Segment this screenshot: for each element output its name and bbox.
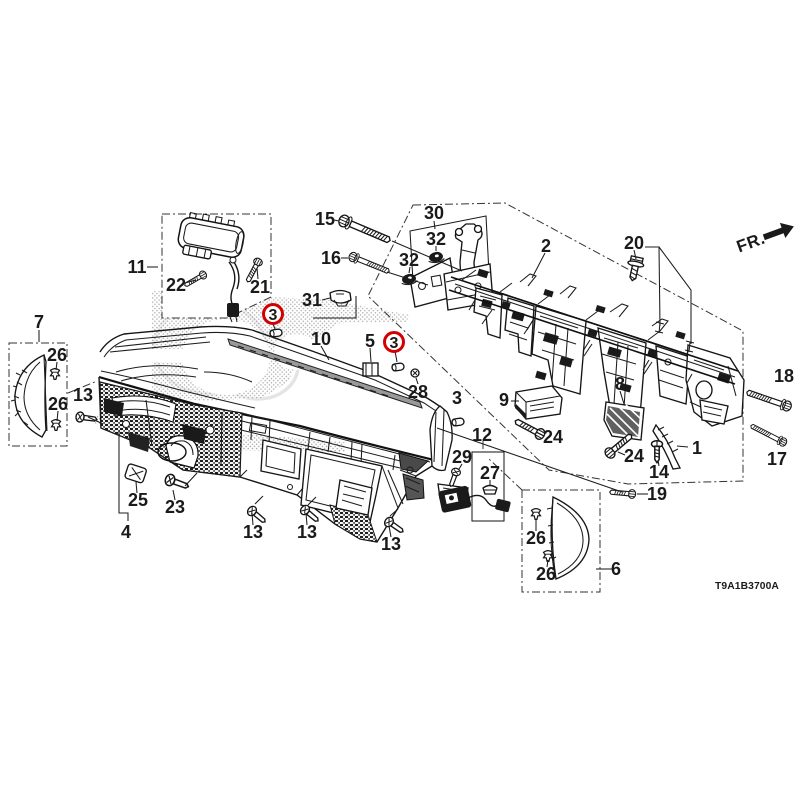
svg-text:17: 17 bbox=[767, 449, 787, 469]
svg-text:24: 24 bbox=[624, 446, 644, 466]
svg-text:26: 26 bbox=[48, 394, 68, 414]
svg-text:3: 3 bbox=[269, 307, 278, 324]
svg-text:1: 1 bbox=[692, 438, 702, 458]
svg-text:15: 15 bbox=[315, 209, 335, 229]
svg-text:32: 32 bbox=[426, 229, 446, 249]
svg-text:32: 32 bbox=[399, 250, 419, 270]
svg-text:19: 19 bbox=[647, 484, 667, 504]
svg-text:25: 25 bbox=[128, 490, 148, 510]
svg-text:11: 11 bbox=[127, 257, 146, 277]
svg-text:3: 3 bbox=[390, 335, 399, 352]
svg-text:22: 22 bbox=[166, 275, 186, 295]
svg-text:10: 10 bbox=[311, 329, 331, 349]
svg-text:29: 29 bbox=[452, 447, 472, 467]
svg-text:T9A1B3700A: T9A1B3700A bbox=[715, 581, 779, 592]
svg-text:4: 4 bbox=[121, 522, 131, 542]
svg-text:26: 26 bbox=[526, 528, 546, 548]
svg-text:3: 3 bbox=[452, 388, 462, 408]
svg-text:13: 13 bbox=[381, 534, 401, 554]
svg-text:7: 7 bbox=[34, 312, 44, 332]
svg-text:14: 14 bbox=[649, 462, 669, 482]
svg-text:5: 5 bbox=[365, 331, 375, 351]
svg-text:9: 9 bbox=[499, 390, 509, 410]
svg-text:16: 16 bbox=[321, 248, 341, 268]
svg-text:21: 21 bbox=[250, 277, 270, 297]
svg-text:30: 30 bbox=[424, 203, 444, 223]
svg-text:28: 28 bbox=[408, 382, 428, 402]
svg-text:24: 24 bbox=[543, 427, 563, 447]
svg-text:13: 13 bbox=[73, 385, 93, 405]
svg-text:13: 13 bbox=[243, 522, 263, 542]
svg-text:27: 27 bbox=[480, 463, 500, 483]
svg-text:6: 6 bbox=[611, 559, 621, 579]
svg-text:2: 2 bbox=[541, 236, 551, 256]
svg-text:31: 31 bbox=[302, 290, 322, 310]
svg-text:8: 8 bbox=[615, 374, 625, 394]
svg-text:26: 26 bbox=[47, 345, 67, 365]
svg-text:26: 26 bbox=[536, 564, 556, 584]
svg-text:23: 23 bbox=[165, 497, 185, 517]
svg-text:13: 13 bbox=[297, 522, 317, 542]
svg-text:20: 20 bbox=[624, 233, 644, 253]
svg-text:18: 18 bbox=[774, 366, 794, 386]
svg-text:12: 12 bbox=[472, 425, 492, 445]
